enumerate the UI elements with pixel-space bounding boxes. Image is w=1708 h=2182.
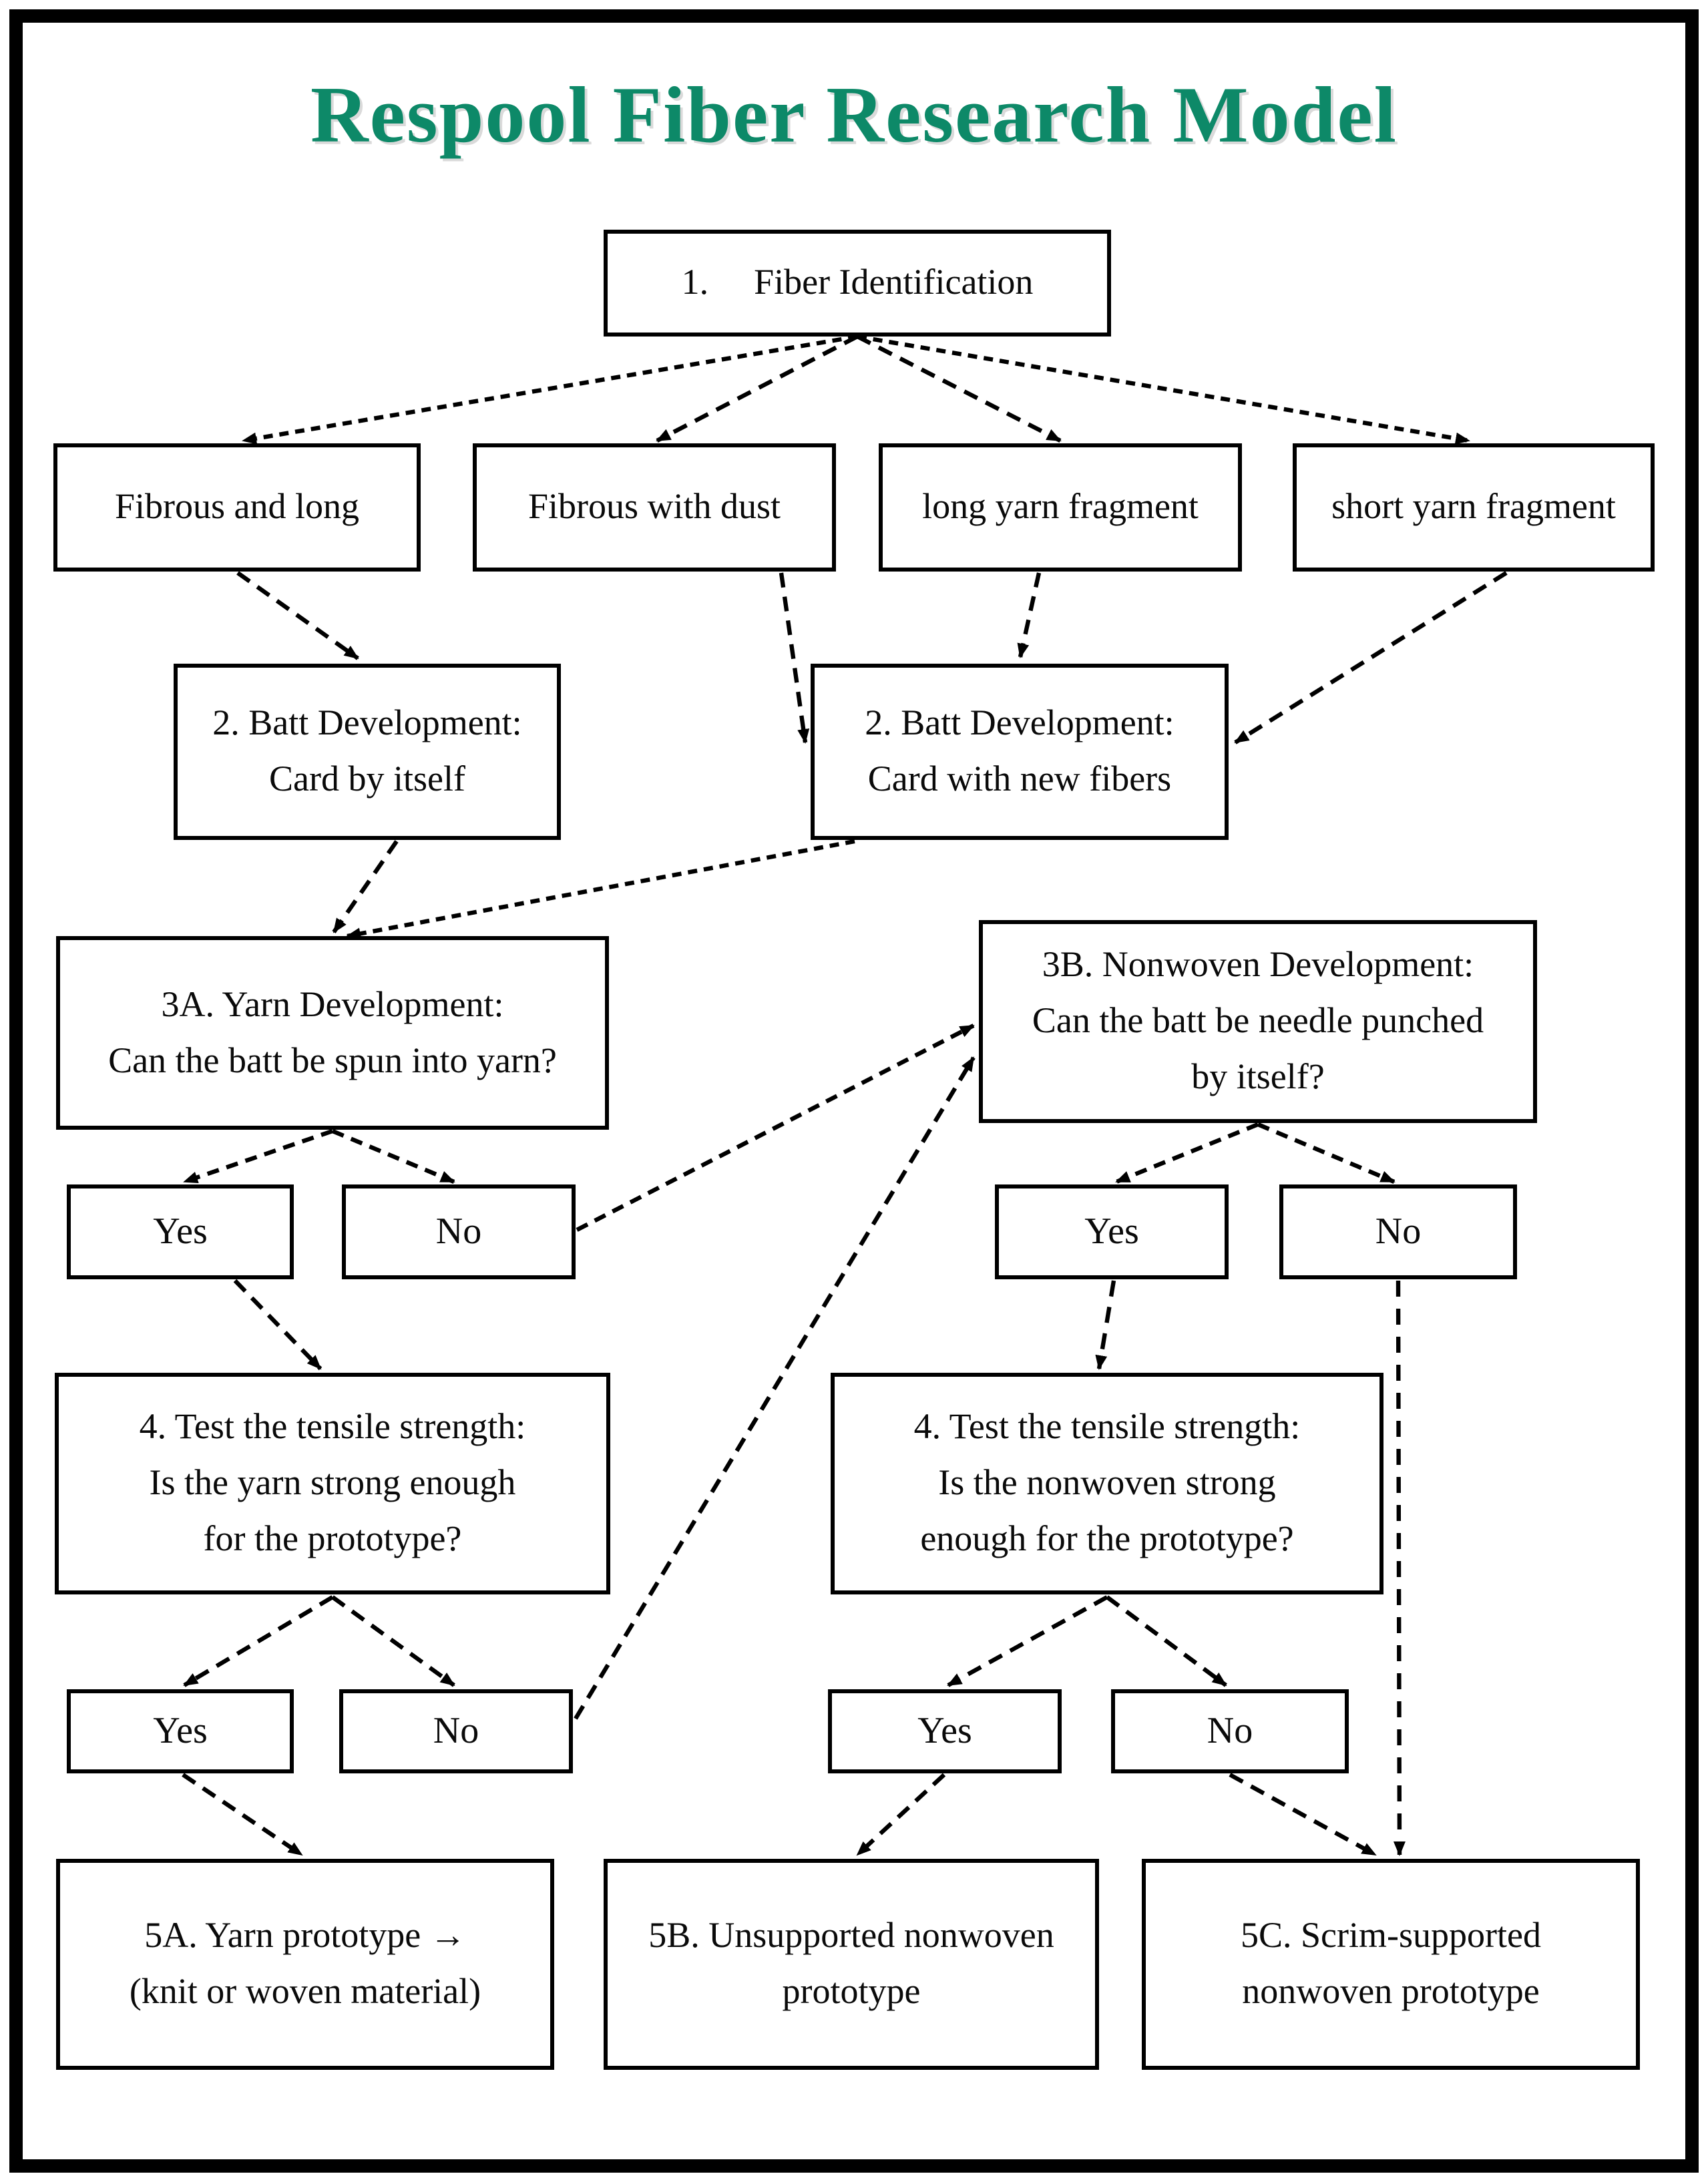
decision-yarn-strength-yes: Yes: [67, 1689, 294, 1773]
arrow-card-itself-to-yarn-dev: [332, 840, 399, 933]
decision-yarn-spin-no: No: [342, 1184, 576, 1279]
arrow-nonwoven-no-to-scrim: [1393, 1280, 1406, 1856]
arrow-yarn-test-yes-to-prototype: [182, 1773, 303, 1857]
node-scrim-supported-nonwoven-prototype: 5C. Scrim-supported nonwoven prototype: [1142, 1859, 1640, 2070]
arrow-fiberid-to-fibrous-dust: [656, 335, 859, 443]
node-fiber-identification-label: Fiber Identification: [754, 262, 1034, 302]
node-batt-card-with-new-fibers: 2. Batt Development: Card with new fiber…: [811, 664, 1229, 840]
arrow-nonwoven-dev-to-no: [1257, 1122, 1396, 1184]
arrow-yarn-yes-to-test: [233, 1279, 323, 1371]
decision-yarn-spin-yes: Yes: [67, 1184, 294, 1279]
decision-nonwoven-strength-yes: Yes: [828, 1689, 1062, 1773]
arrow-fiberid-to-fibrous-long: [242, 334, 858, 445]
arrow-yarn-test-to-yes: [183, 1595, 334, 1687]
node-tensile-test-nonwoven: 4. Test the tensile strength: Is the non…: [831, 1373, 1383, 1594]
node-fiber-identification-number: 1.: [681, 262, 709, 302]
node-fiber-identification: 1. Fiber Identification: [604, 230, 1111, 337]
arrow-fibrous-long-to-card-itself: [236, 571, 359, 660]
node-tensile-test-yarn: 4. Test the tensile strength: Is the yar…: [55, 1373, 610, 1594]
arrow-nonwoven-test-no-to-scrim: [1229, 1773, 1377, 1857]
arrow-yarn-dev-to-yes: [183, 1128, 334, 1184]
node-yarn-prototype: 5A. Yarn prototype → (knit or woven mate…: [56, 1859, 554, 2070]
decision-needle-punch-no: No: [1279, 1184, 1517, 1279]
node-short-yarn-fragment: short yarn fragment: [1293, 443, 1655, 572]
node-yarn-development: 3A. Yarn Development: Can the batt be sp…: [56, 936, 609, 1130]
arrow-card-new-to-yarn-dev: [346, 839, 855, 940]
arrow-yarn-test-no-to-nonwoven-dev: [574, 1056, 976, 1720]
node-fibrous-with-dust: Fibrous with dust: [473, 443, 836, 572]
arrow-short-yarn-to-card-new: [1234, 571, 1508, 744]
node-long-yarn-fragment: long yarn fragment: [879, 443, 1242, 572]
arrow-fiberid-to-short-yarn: [857, 334, 1470, 445]
arrow-nonwoven-dev-to-yes: [1115, 1122, 1259, 1184]
arrow-yarn-dev-to-no: [331, 1129, 455, 1184]
node-unsupported-nonwoven-prototype: 5B. Unsupported nonwoven prototype: [604, 1859, 1099, 2070]
node-nonwoven-development: 3B. Nonwoven Development: Can the batt b…: [979, 920, 1537, 1123]
arrow-nonwoven-test-yes-to-unsupported: [855, 1773, 946, 1857]
node-fibrous-and-long: Fibrous and long: [53, 443, 421, 572]
arrow-yarn-no-to-nonwoven-dev: [576, 1024, 975, 1232]
arrow-fibrous-dust-to-card-new: [779, 572, 810, 744]
node-batt-card-by-itself: 2. Batt Development: Card by itself: [174, 664, 561, 840]
page-title: Respool Fiber Research Model: [310, 71, 1398, 159]
arrow-nonwoven-test-to-no: [1106, 1595, 1227, 1687]
arrow-fiberid-to-long-yarn: [856, 335, 1062, 443]
decision-nonwoven-strength-no: No: [1111, 1689, 1349, 1773]
arrow-yarn-test-to-no: [331, 1595, 455, 1687]
arrow-nonwoven-test-to-yes: [947, 1595, 1108, 1687]
arrow-nonwoven-yes-to-test: [1095, 1280, 1116, 1370]
decision-yarn-strength-no: No: [339, 1689, 573, 1773]
arrow-long-yarn-to-card-new: [1017, 572, 1042, 658]
decision-needle-punch-yes: Yes: [995, 1184, 1229, 1279]
